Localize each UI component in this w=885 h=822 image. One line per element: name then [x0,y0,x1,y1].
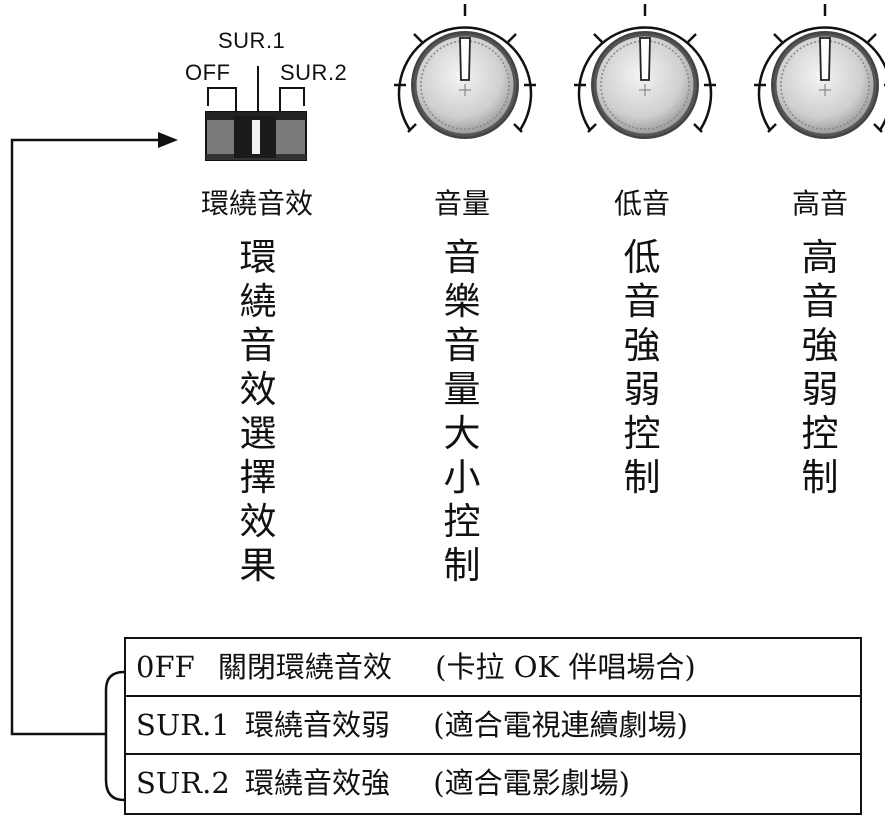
bass-knob[interactable] [560,0,730,170]
mode-name: 環繞音效強 [245,766,391,800]
description-char: 音 [801,280,839,323]
description-char: 環 [239,236,277,279]
mode-usage: (適合電視連續劇場) [433,708,688,742]
treble-label: 高音 [791,187,848,220]
description-char: 選 [239,412,277,455]
mode-name: 關閉環繞音效 [217,650,392,684]
mode-row-off: 0FF 關閉環繞音效 (卡拉 OK 伴唱場合) [126,639,860,697]
treble-knob[interactable] [740,0,885,170]
treble-description: 高音強弱控制 [790,236,850,500]
mode-name: 環繞音效弱 [245,708,391,742]
description-char: 效 [239,368,277,411]
description-char: 強 [801,324,839,367]
mode-bracket [104,670,125,802]
description-char: 控 [443,500,481,543]
description-char: 音 [443,236,481,279]
description-char: 制 [801,456,839,499]
description-char: 弱 [623,368,661,411]
switch-label-sur2: SUR.2 [280,60,348,85]
surround-mode-table: 0FF 關閉環繞音效 (卡拉 OK 伴唱場合) SUR.1 環繞音效弱 (適合電… [124,637,862,815]
mode-code: SUR.2 [136,766,230,800]
switch-label-sur1: SUR.1 [218,28,286,53]
surround-switch[interactable] [200,58,312,166]
description-char: 量 [443,368,481,411]
description-char: 音 [623,280,661,323]
bass-description: 低音強弱控制 [612,236,672,500]
mode-code: SUR.1 [136,708,230,742]
description-char: 制 [443,544,481,587]
mode-code: 0FF [136,650,195,684]
volume-label: 音量 [433,187,490,220]
description-char: 高 [801,236,839,279]
description-char: 音 [443,324,481,367]
description-char: 果 [239,544,277,587]
volume-description: 音樂音量大小控制 [432,236,492,588]
description-char: 效 [239,500,277,543]
mode-usage: (卡拉 OK 伴唱場合) [435,650,696,684]
bass-label: 低音 [613,187,670,220]
switch-connector-arrow [10,132,178,736]
description-char: 弱 [801,368,839,411]
mode-usage: (適合電影劇場) [433,766,630,800]
surround-label: 環繞音效 [200,187,313,220]
mode-row-sur1: SUR.1 環繞音效弱 (適合電視連續劇場) [126,697,860,755]
volume-knob[interactable] [380,0,550,170]
description-char: 控 [801,412,839,455]
description-char: 強 [623,324,661,367]
description-char: 低 [623,236,661,279]
description-char: 音 [239,324,277,367]
description-char: 控 [623,412,661,455]
surround-description: 環繞音效選擇效果 [228,236,288,588]
description-char: 擇 [239,456,277,499]
switch-slider-knob [252,120,260,154]
description-char: 大 [443,412,481,455]
mode-row-sur2: SUR.2 環繞音效強 (適合電影劇場) [126,755,860,813]
description-char: 樂 [443,280,481,323]
description-char: 繞 [239,280,277,323]
description-char: 小 [443,456,481,499]
description-char: 制 [623,456,661,499]
switch-label-off: OFF [185,60,231,85]
